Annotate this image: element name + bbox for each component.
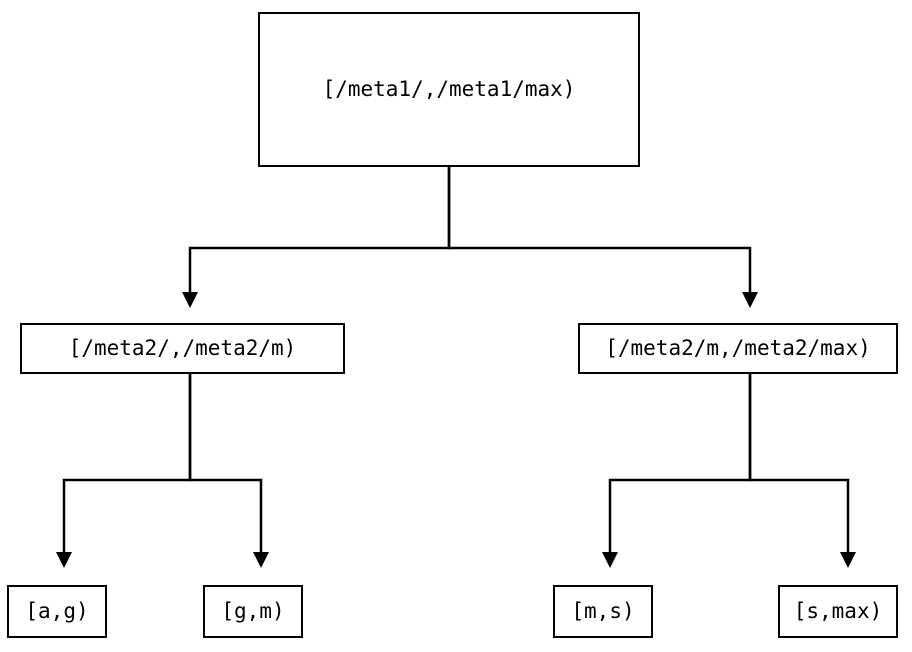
node-leaf-2-label: [g,m) xyxy=(221,599,285,623)
edge-root-to-mid-left xyxy=(182,167,451,308)
node-leaf-4-label: [s,max) xyxy=(793,599,883,623)
node-leaf-3-label: [m,s) xyxy=(571,599,635,623)
node-leaf-2[interactable]: [g,m) xyxy=(203,585,303,638)
node-mid-left-label: [/meta2/,/meta2/m) xyxy=(68,336,297,360)
node-leaf-3[interactable]: [m,s) xyxy=(553,585,653,638)
edge-mid-left-to-leaf-2 xyxy=(188,374,269,568)
edge-root-to-mid-right xyxy=(447,167,758,308)
node-leaf-4[interactable]: [s,max) xyxy=(778,585,898,638)
node-mid-right-label: [/meta2/m,/meta2/max) xyxy=(605,336,871,360)
edge-mid-right-to-leaf-4 xyxy=(748,374,856,568)
node-root[interactable]: [/meta1/,/meta1/max) xyxy=(258,12,640,167)
node-leaf-1-label: [a,g) xyxy=(25,599,89,623)
node-mid-left[interactable]: [/meta2/,/meta2/m) xyxy=(20,323,345,374)
node-leaf-1[interactable]: [a,g) xyxy=(7,585,107,638)
edge-mid-left-to-leaf-1 xyxy=(56,374,192,568)
node-mid-right[interactable]: [/meta2/m,/meta2/max) xyxy=(578,323,898,374)
node-root-label: [/meta1/,/meta1/max) xyxy=(322,77,576,101)
edge-mid-right-to-leaf-3 xyxy=(602,374,752,568)
